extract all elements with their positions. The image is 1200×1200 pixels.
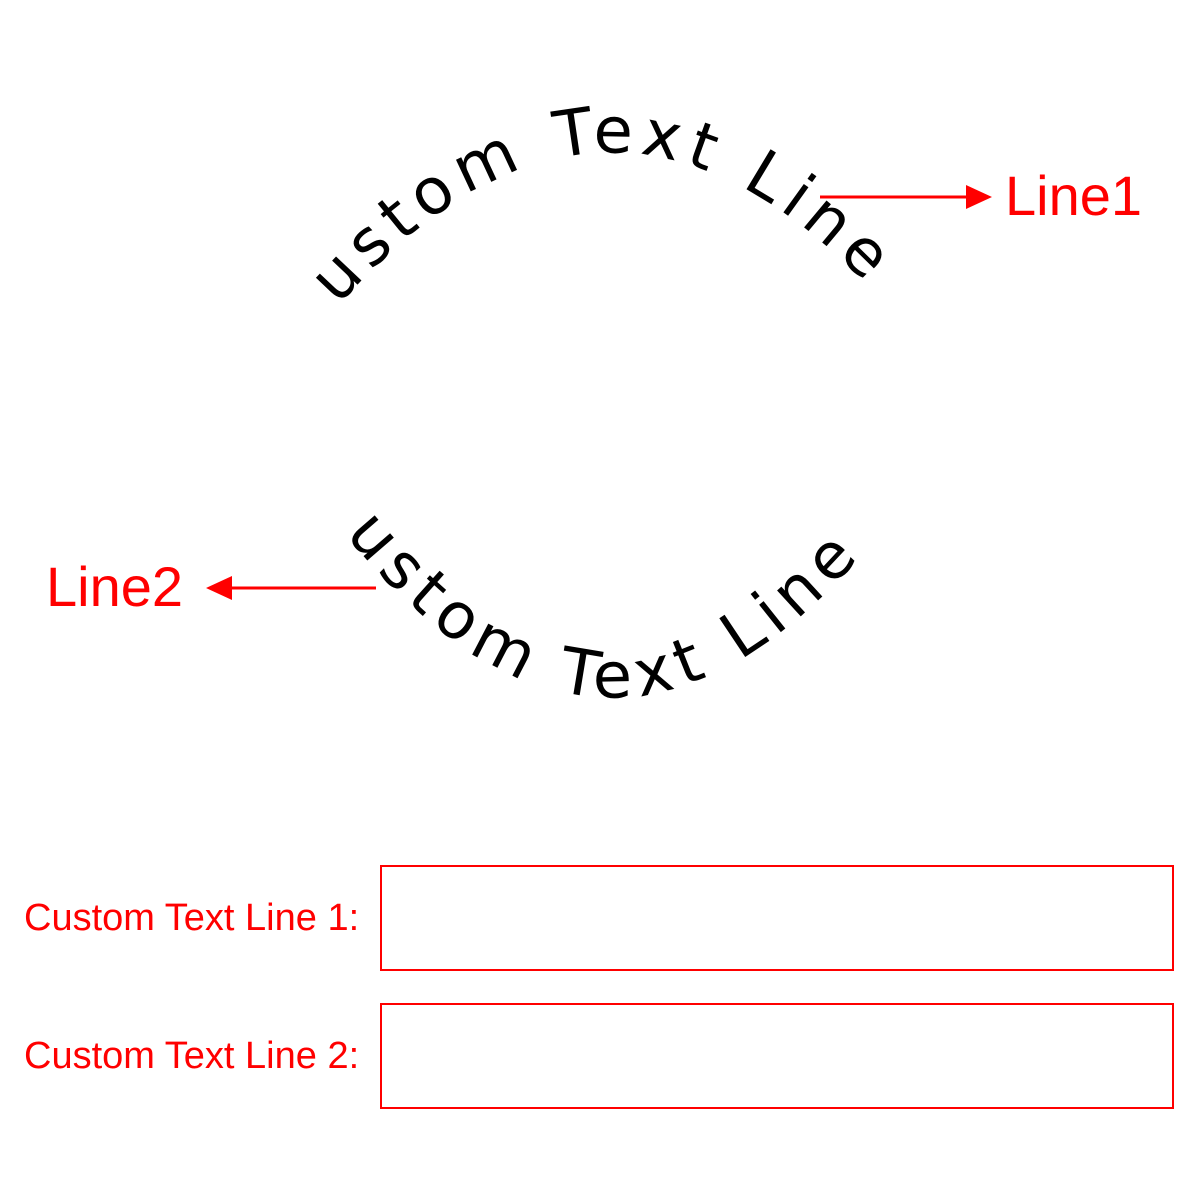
line1-callout: Line1: [820, 164, 1142, 227]
curved-text-preview: Custom Text Line 1 Custom Text Line 2 Li…: [0, 0, 1142, 714]
custom-text-line2-input[interactable]: [380, 1003, 1174, 1109]
line2-callout: Line2: [46, 555, 376, 618]
arc-text-line1: Custom Text Line 1: [0, 0, 932, 320]
custom-text-line1-label: Custom Text Line 1:: [24, 897, 360, 939]
arc-text-line1-path: Custom Text Line 1: [0, 0, 924, 320]
line1-callout-label: Line1: [1005, 164, 1142, 227]
arrow-right-icon: [966, 185, 992, 209]
custom-text-line1-input[interactable]: [380, 865, 1174, 971]
arrow-left-icon: [206, 576, 232, 600]
line2-callout-label: Line2: [46, 555, 183, 618]
custom-text-line2-label: Custom Text Line 2:: [24, 1035, 360, 1077]
form-row-line1: Custom Text Line 1:: [0, 865, 1200, 971]
form-row-line2: Custom Text Line 2:: [0, 1003, 1200, 1109]
